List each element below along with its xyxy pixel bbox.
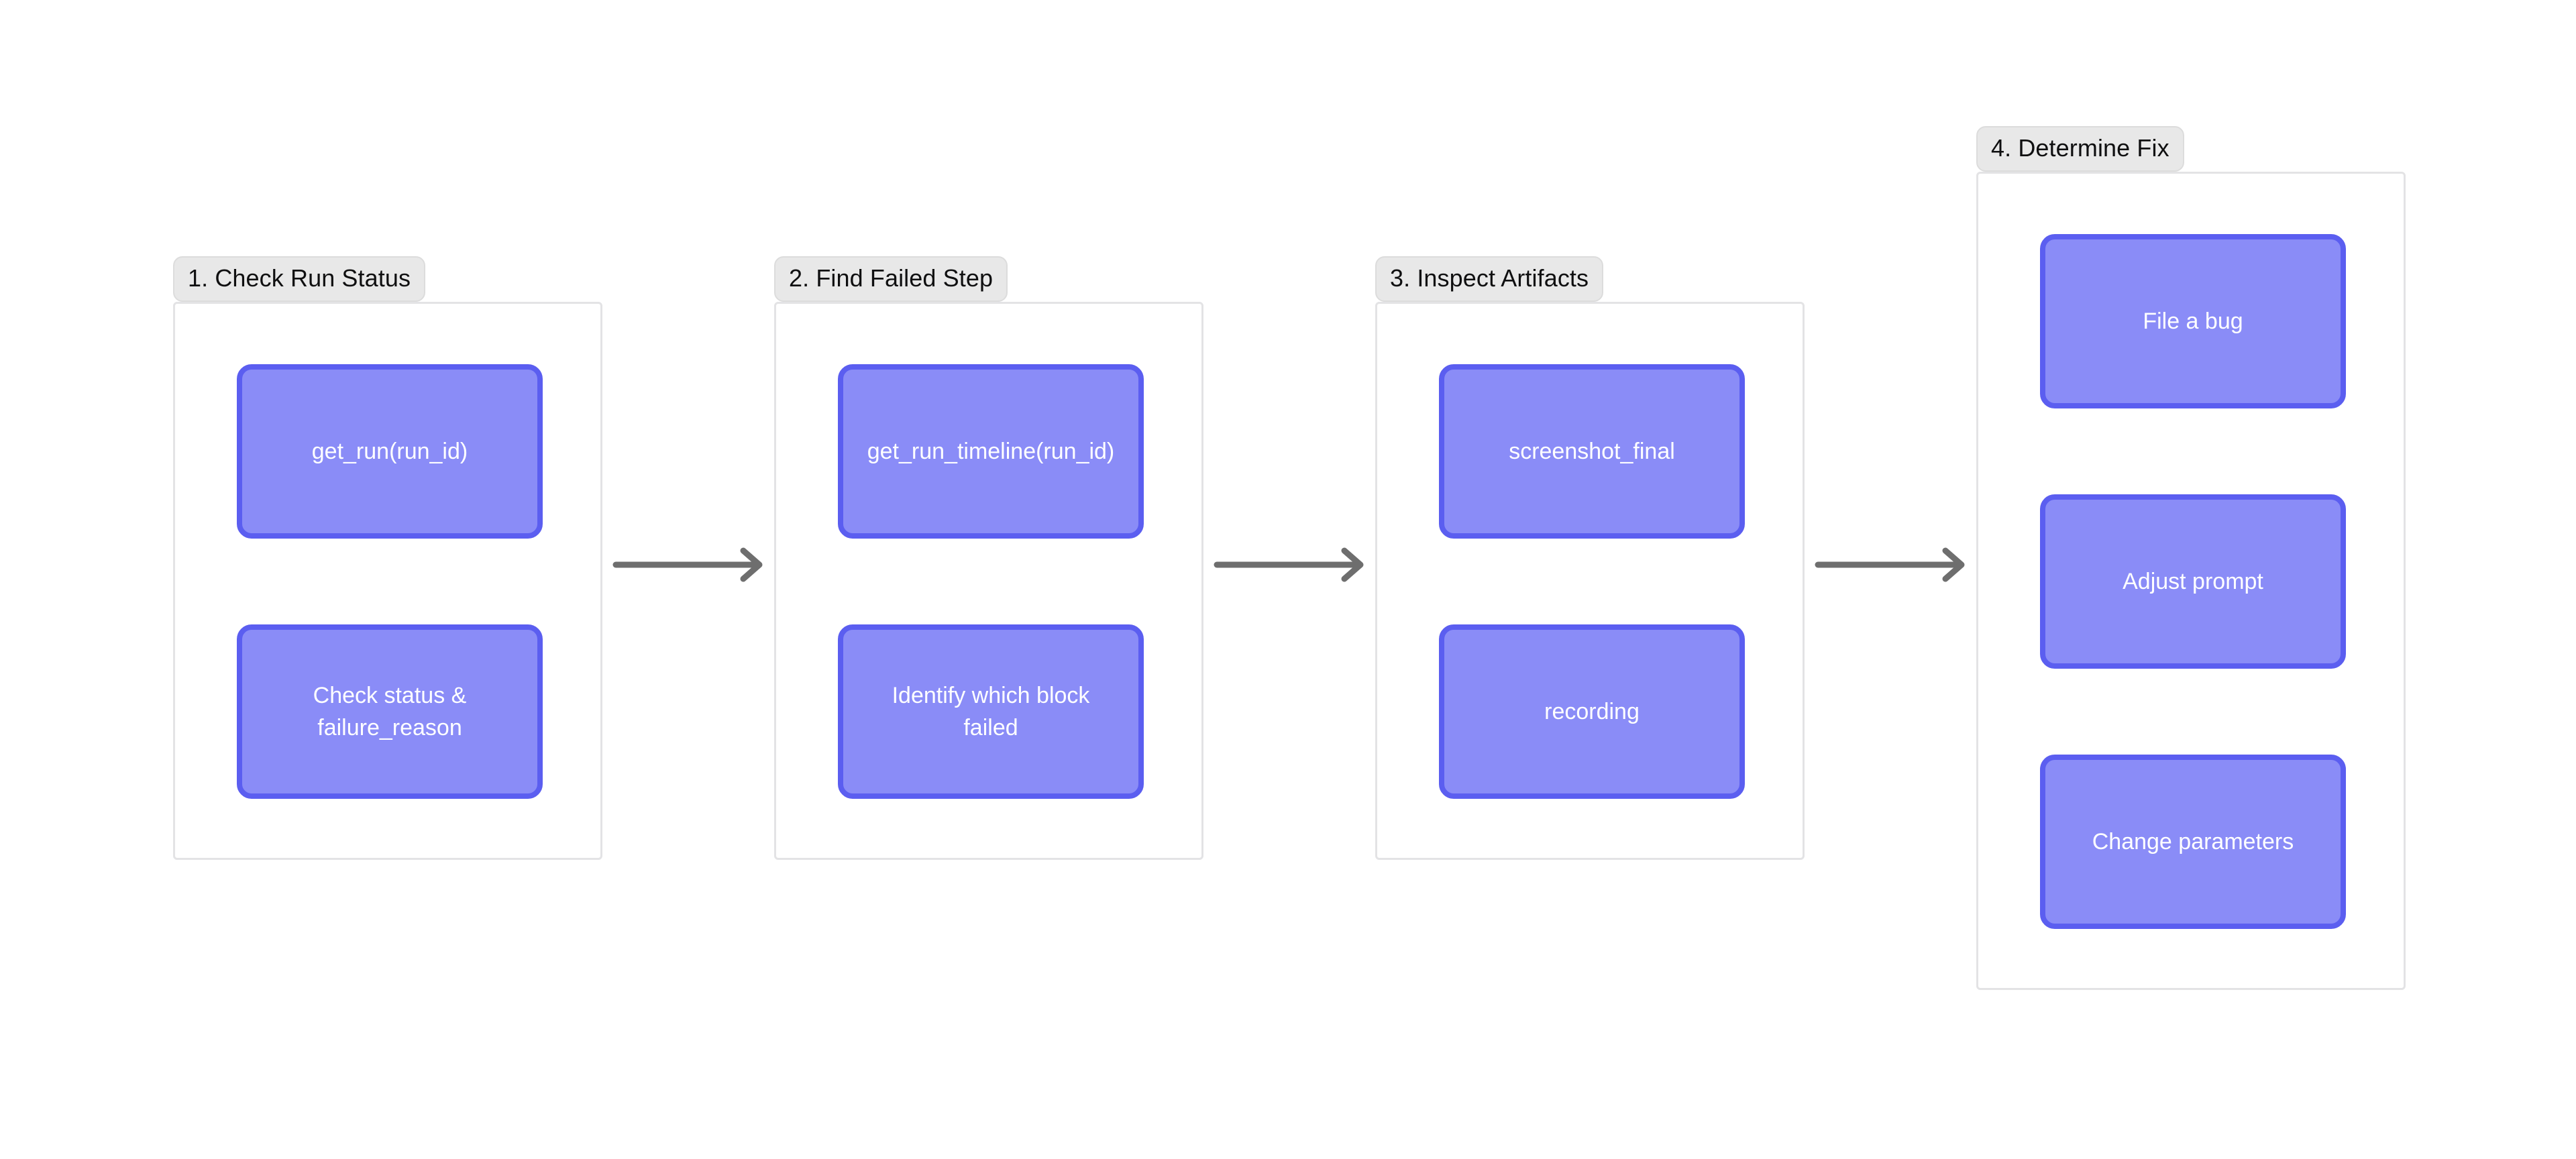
arrow-group2-to-group3 — [1214, 547, 1368, 582]
arrow-group1-to-group2 — [612, 547, 767, 582]
node-check-status[interactable]: Check status & failure_reason — [237, 624, 543, 799]
node-screenshot-final[interactable]: screenshot_final — [1439, 364, 1745, 539]
group-label-1: 1. Check Run Status — [173, 256, 426, 302]
group-container-2: get_run_timeline(run_id) Identify which … — [774, 302, 1203, 860]
group-label-2: 2. Find Failed Step — [774, 256, 1008, 302]
group-label-4: 4. Determine Fix — [1976, 126, 2184, 172]
node-recording[interactable]: recording — [1439, 624, 1745, 799]
node-get-run-timeline[interactable]: get_run_timeline(run_id) — [838, 364, 1144, 539]
group-label-3: 3. Inspect Artifacts — [1375, 256, 1604, 302]
arrow-right-icon — [612, 547, 763, 582]
group-container-1: get_run(run_id) Check status & failure_r… — [173, 302, 602, 860]
node-adjust-prompt[interactable]: Adjust prompt — [2040, 494, 2346, 669]
arrow-group3-to-group4 — [1815, 547, 1970, 582]
arrow-right-icon — [1815, 547, 1965, 582]
node-change-parameters[interactable]: Change parameters — [2040, 755, 2346, 929]
node-file-a-bug[interactable]: File a bug — [2040, 234, 2346, 408]
group-container-4: File a bug Adjust prompt Change paramete… — [1976, 172, 2406, 990]
node-identify-block[interactable]: Identify which block failed — [838, 624, 1144, 799]
group-container-3: screenshot_final recording — [1375, 302, 1805, 860]
arrow-right-icon — [1214, 547, 1364, 582]
node-get-run[interactable]: get_run(run_id) — [237, 364, 543, 539]
